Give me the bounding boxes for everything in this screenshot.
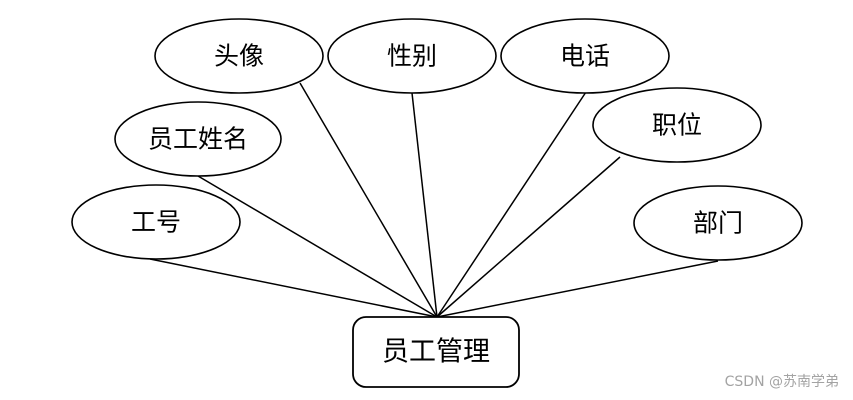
- connector-phone: [436, 91, 587, 318]
- entity-label: 员工管理: [382, 337, 490, 368]
- connectors: [149, 82, 719, 318]
- connector-position: [436, 156, 621, 318]
- attribute-name-label: 员工姓名: [148, 125, 248, 154]
- connector-employee-id: [149, 258, 438, 318]
- attribute-position: 职位: [592, 87, 762, 163]
- connector-avatar: [299, 82, 438, 318]
- connector-department: [436, 260, 719, 318]
- attribute-phone-label: 电话: [560, 42, 610, 71]
- attribute-position-shape: [592, 87, 762, 163]
- attribute-employee-id-label: 工号: [131, 208, 181, 237]
- attribute-employee-id-shape: [71, 184, 241, 260]
- attribute-gender-label: 性别: [387, 42, 437, 71]
- attribute-phone-shape: [500, 18, 670, 94]
- watermark: CSDN @苏南学弟: [724, 374, 839, 390]
- entity-box: [352, 316, 520, 388]
- attribute-gender: 性别: [327, 18, 497, 94]
- attribute-avatar-label: 头像: [214, 42, 264, 71]
- attribute-avatar: 头像: [154, 18, 324, 94]
- attribute-avatar-shape: [154, 18, 324, 94]
- attribute-department-shape: [633, 185, 803, 261]
- attribute-name: 员工姓名: [114, 101, 282, 177]
- entity-employee-management: 员工管理: [352, 316, 520, 388]
- attribute-gender-shape: [327, 18, 497, 94]
- connector-name: [197, 175, 438, 318]
- attribute-position-label: 职位: [652, 111, 702, 140]
- attribute-department: 部门: [633, 185, 803, 261]
- connector-gender: [411, 92, 438, 318]
- attribute-name-shape: [114, 101, 282, 177]
- attribute-department-label: 部门: [693, 209, 743, 238]
- attribute-employee-id: 工号: [71, 184, 241, 260]
- attribute-phone: 电话: [500, 18, 670, 94]
